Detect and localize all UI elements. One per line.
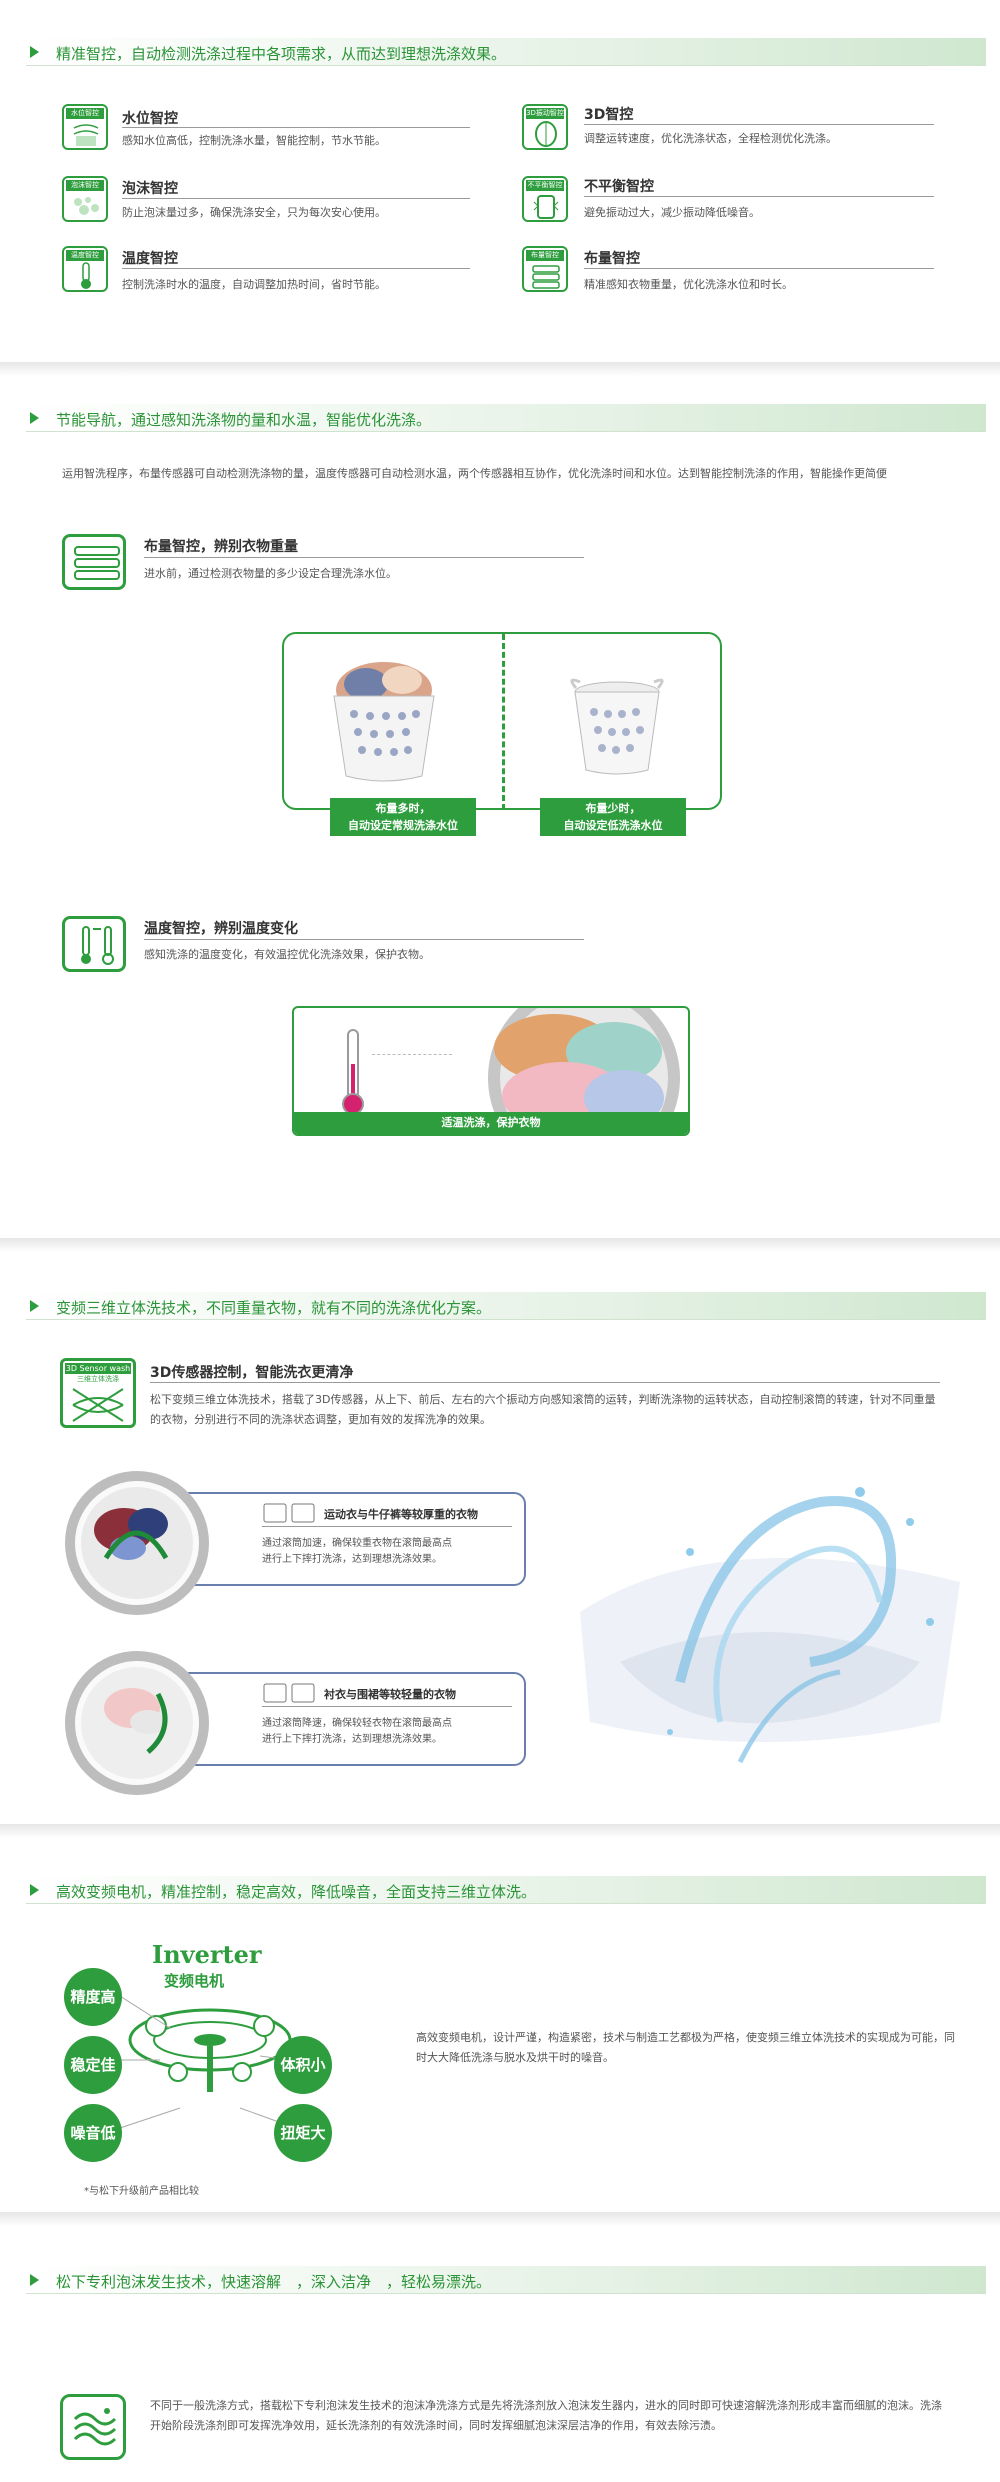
section-inverter-motor: 高效变频电机，精准控制，稳定高效，降低噪音，全面支持三维立体洗。 Inverte…: [0, 1838, 1000, 2208]
card-line: 进行上下摔打洗涤，达到理想洗涤效果。: [262, 1734, 442, 1745]
triangle-bullet-icon: [30, 2274, 39, 2286]
section-separator: [0, 2212, 1000, 2226]
inverter-subtitle: 变频电机: [164, 1972, 225, 1990]
drum-light-illustration: [65, 1651, 209, 1795]
divider: [262, 1706, 512, 1707]
label-stable: 稳定佳: [64, 2036, 122, 2094]
divider: [262, 1526, 512, 1527]
section-separator: [0, 1238, 1000, 1252]
foam-icon: 泡沫智控: [62, 176, 108, 222]
divider: [150, 1382, 940, 1383]
3d-sensor-wash-icon: 3D Sensor wash 三维立体洗涤: [60, 1358, 136, 1428]
section-heading: 节能导航，通过感知洗涤物的量和水温，智能优化洗涤。: [26, 404, 986, 432]
light-basket-illustration: [570, 678, 664, 775]
feature-title: 不平衡智控: [584, 179, 654, 195]
label-compact: 体积小: [274, 2036, 332, 2094]
feature-title: 3D智控: [584, 107, 634, 123]
section-foam-technology: 松下专利泡沫发生技术，快速溶解 ，深入洁净 ，轻松易漂洗。 不同于一般洗涤方式，…: [0, 2226, 1000, 2482]
divider: [144, 939, 584, 940]
triangle-bullet-icon: [30, 412, 39, 424]
section-heading: 松下专利泡沫发生技术，快速溶解 ，深入洁净 ，轻松易漂洗。: [26, 2266, 986, 2294]
feature-desc: 防止泡沫量过多，确保洗涤安全，只为每次安心使用。: [122, 206, 386, 219]
light-clothes-icon: [263, 1683, 315, 1703]
comparison-note: *与松下升级前产品相比较: [84, 2186, 199, 2197]
label-low-noise: 噪音低: [64, 2104, 122, 2162]
full-load-caption: 布量多时， 自动设定常规洗涤水位: [330, 798, 476, 836]
heavy-clothes-icon: [263, 1503, 315, 1523]
dashed-link: [372, 1054, 452, 1055]
feature-title: 温度智控: [122, 251, 178, 267]
feature-desc: 避免振动过大，减少振动降低噪音。: [584, 206, 760, 219]
triangle-bullet-icon: [30, 1300, 39, 1312]
triangle-bullet-icon: [30, 1884, 39, 1896]
section-heading-text: 节能导航，通过感知洗涤物的量和水温，智能优化洗涤。: [56, 411, 432, 429]
label-high-precision: 精度高: [64, 1968, 122, 2026]
section-heading-text: 松下专利泡沫发生技术，快速溶解 ，深入洁净 ，轻松易漂洗。: [56, 2273, 492, 2291]
motor-desc: 高效变频电机，设计严谨，构造紧密，技术与制造工艺都极为严格，使变频三维立体洗技术…: [416, 2031, 955, 2064]
water-splash-illustration: [580, 1487, 960, 1764]
thermometer-illustration: [342, 1029, 364, 1115]
sub-desc: 松下变频三维立体洗技术，搭载了3D传感器，从上下、前后、左右的六个振动方向感知滚…: [150, 1393, 936, 1426]
drum-laundry-illustration: [488, 1008, 680, 1134]
card-line: 通过滚筒加速，确保较重衣物在滚筒最高点: [262, 1538, 452, 1549]
section-heading-text: 高效变频电机，精准控制，稳定高效，降低噪音，全面支持三维立体洗。: [56, 1883, 537, 1901]
motor-illustration: [128, 2008, 292, 2092]
cloth-load-icon: 布量智控: [522, 246, 568, 292]
thermometer-icon: [62, 916, 126, 972]
sub-title: 布量智控，辨别衣物重量: [144, 539, 298, 555]
water-level-icon: 水位智控: [62, 104, 108, 150]
feature-desc: 调整运转速度，优化洗涤状态，全程检测优化洗涤。: [584, 132, 837, 145]
thermometer-icon: 温度智控: [62, 246, 108, 292]
cloth-load-icon: [62, 534, 126, 590]
sub-title: 3D传感器控制，智能洗衣更清净: [150, 1365, 354, 1381]
vibration-3d-icon: 3D振动智控: [522, 104, 568, 150]
temperature-panel: 适温洗涤，保护衣物: [292, 1006, 690, 1136]
dashed-divider: [502, 634, 505, 810]
label-high-torque: 扭矩大: [274, 2104, 332, 2162]
divider: [144, 557, 584, 558]
feature-title: 水位智控: [122, 111, 178, 127]
divider: [584, 196, 934, 197]
divider: [122, 198, 470, 199]
divider: [122, 268, 470, 269]
sub-desc: 进水前，通过检测衣物量的多少设定合理洗涤水位。: [144, 567, 397, 580]
light-load-caption: 布量少时， 自动设定低洗涤水位: [540, 798, 686, 836]
drum-heavy-illustration: [65, 1471, 209, 1615]
card-line: 进行上下摔打洗涤，达到理想洗涤效果。: [262, 1554, 442, 1565]
triangle-bullet-icon: [30, 46, 39, 58]
divider: [122, 127, 470, 128]
divider: [584, 268, 934, 269]
section-heading-text: 变频三维立体洗技术，不同重量衣物，就有不同的洗涤优化方案。: [56, 1299, 492, 1317]
imbalance-icon: 不平衡智控: [522, 176, 568, 222]
cloth-comparison-panel: [282, 632, 722, 810]
foam-desc: 不同于一般洗涤方式，搭载松下专利泡沫发生技术的泡沫净洗涤方式是先将洗涤剂放入泡沫…: [150, 2399, 942, 2432]
sub-title: 温度智控，辨别温度变化: [144, 921, 298, 937]
feature-title: 泡沫智控: [122, 181, 178, 197]
section-heading: 高效变频电机，精准控制，稳定高效，降低噪音，全面支持三维立体洗。: [26, 1876, 986, 1904]
section-separator: [0, 1824, 1000, 1838]
section-smart-control: 精准智控，自动检测洗涤过程中各项需求，从而达到理想洗涤效果。 水位智控 水位智控…: [0, 0, 1000, 360]
card-title: 衬衣与围裙等较轻量的衣物: [324, 1688, 456, 1701]
foam-generator-icon: [60, 2394, 126, 2460]
section-separator: [0, 362, 1000, 376]
card-line: 通过滚筒降速，确保较轻衣物在滚筒最高点: [262, 1718, 452, 1729]
intro-text: 运用智洗程序，布量传感器可自动检测洗涤物的量，温度传感器可自动检测水温，两个传感…: [62, 467, 887, 480]
inverter-brand: Inverter: [152, 1940, 262, 1969]
section-heading-text: 精准智控，自动检测洗涤过程中各项需求，从而达到理想洗涤效果。: [56, 45, 507, 63]
divider: [584, 124, 934, 125]
feature-title: 布量智控: [584, 251, 640, 267]
section-energy-navigation: 节能导航，通过感知洗涤物的量和水温，智能优化洗涤。 运用智洗程序，布量传感器可自…: [0, 376, 1000, 1236]
section-heading: 变频三维立体洗技术，不同重量衣物，就有不同的洗涤优化方案。: [26, 1292, 986, 1320]
section-heading: 精准智控，自动检测洗涤过程中各项需求，从而达到理想洗涤效果。: [26, 38, 986, 66]
sub-desc: 感知洗涤的温度变化，有效温控优化洗涤效果，保护衣物。: [144, 948, 430, 961]
temperature-caption: 适温洗涤，保护衣物: [294, 1112, 688, 1134]
feature-desc: 精准感知衣物重量，优化洗涤水位和时长。: [584, 278, 793, 291]
full-basket-illustration: [333, 662, 435, 782]
card-title: 运动衣与牛仔裤等较厚重的衣物: [324, 1508, 478, 1521]
feature-desc: 控制洗涤时水的温度，自动调整加热时间，省时节能。: [122, 278, 386, 291]
section-3d-wash: 变频三维立体洗技术，不同重量衣物，就有不同的洗涤优化方案。 3D Sensor …: [0, 1252, 1000, 1822]
feature-desc: 感知水位高低，控制洗涤水量，智能控制，节水节能。: [122, 134, 386, 147]
